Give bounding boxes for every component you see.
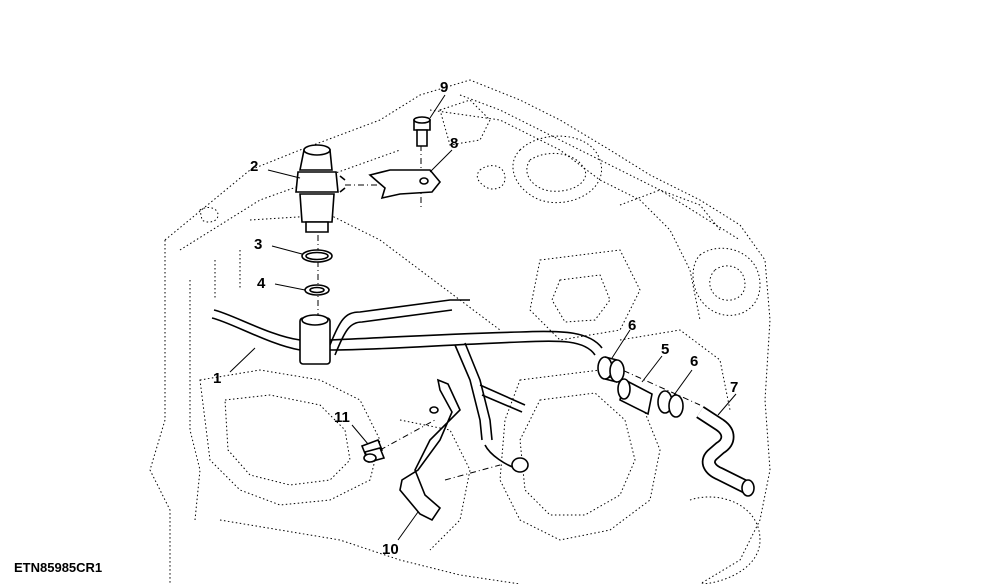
- sensor-nozzle: [295, 144, 346, 233]
- assembly-centerlines: [317, 145, 701, 481]
- bolt-top: [413, 116, 431, 147]
- hose-clamp-ring-a: [597, 356, 625, 383]
- callout-8: 8: [450, 135, 459, 152]
- support-bracket: [399, 378, 461, 522]
- callout-leaders: [229, 94, 737, 541]
- callout-11: 11: [334, 409, 350, 426]
- coupling-sleeve: [617, 378, 653, 416]
- callout-6-lower: 6: [690, 353, 699, 370]
- clamp-bracket: [368, 169, 442, 200]
- hose-clamp-ring-b: [657, 390, 684, 418]
- callout-2: 2: [250, 158, 259, 175]
- seal-washer: [304, 284, 330, 296]
- figure-id-label: ETN85985CR1: [14, 560, 103, 575]
- callout-7: 7: [730, 379, 739, 396]
- callout-6-upper: 6: [628, 317, 637, 334]
- fuel-line-tube: [211, 299, 603, 473]
- callout-9: 9: [440, 79, 449, 96]
- callout-4: 4: [257, 275, 266, 292]
- bolt-bracket: [360, 438, 386, 463]
- callout-5: 5: [661, 341, 670, 358]
- callout-10: 10: [382, 541, 399, 558]
- engine-block-outline: [149, 79, 771, 584]
- callout-3: 3: [254, 236, 263, 253]
- callout-1: 1: [213, 370, 222, 387]
